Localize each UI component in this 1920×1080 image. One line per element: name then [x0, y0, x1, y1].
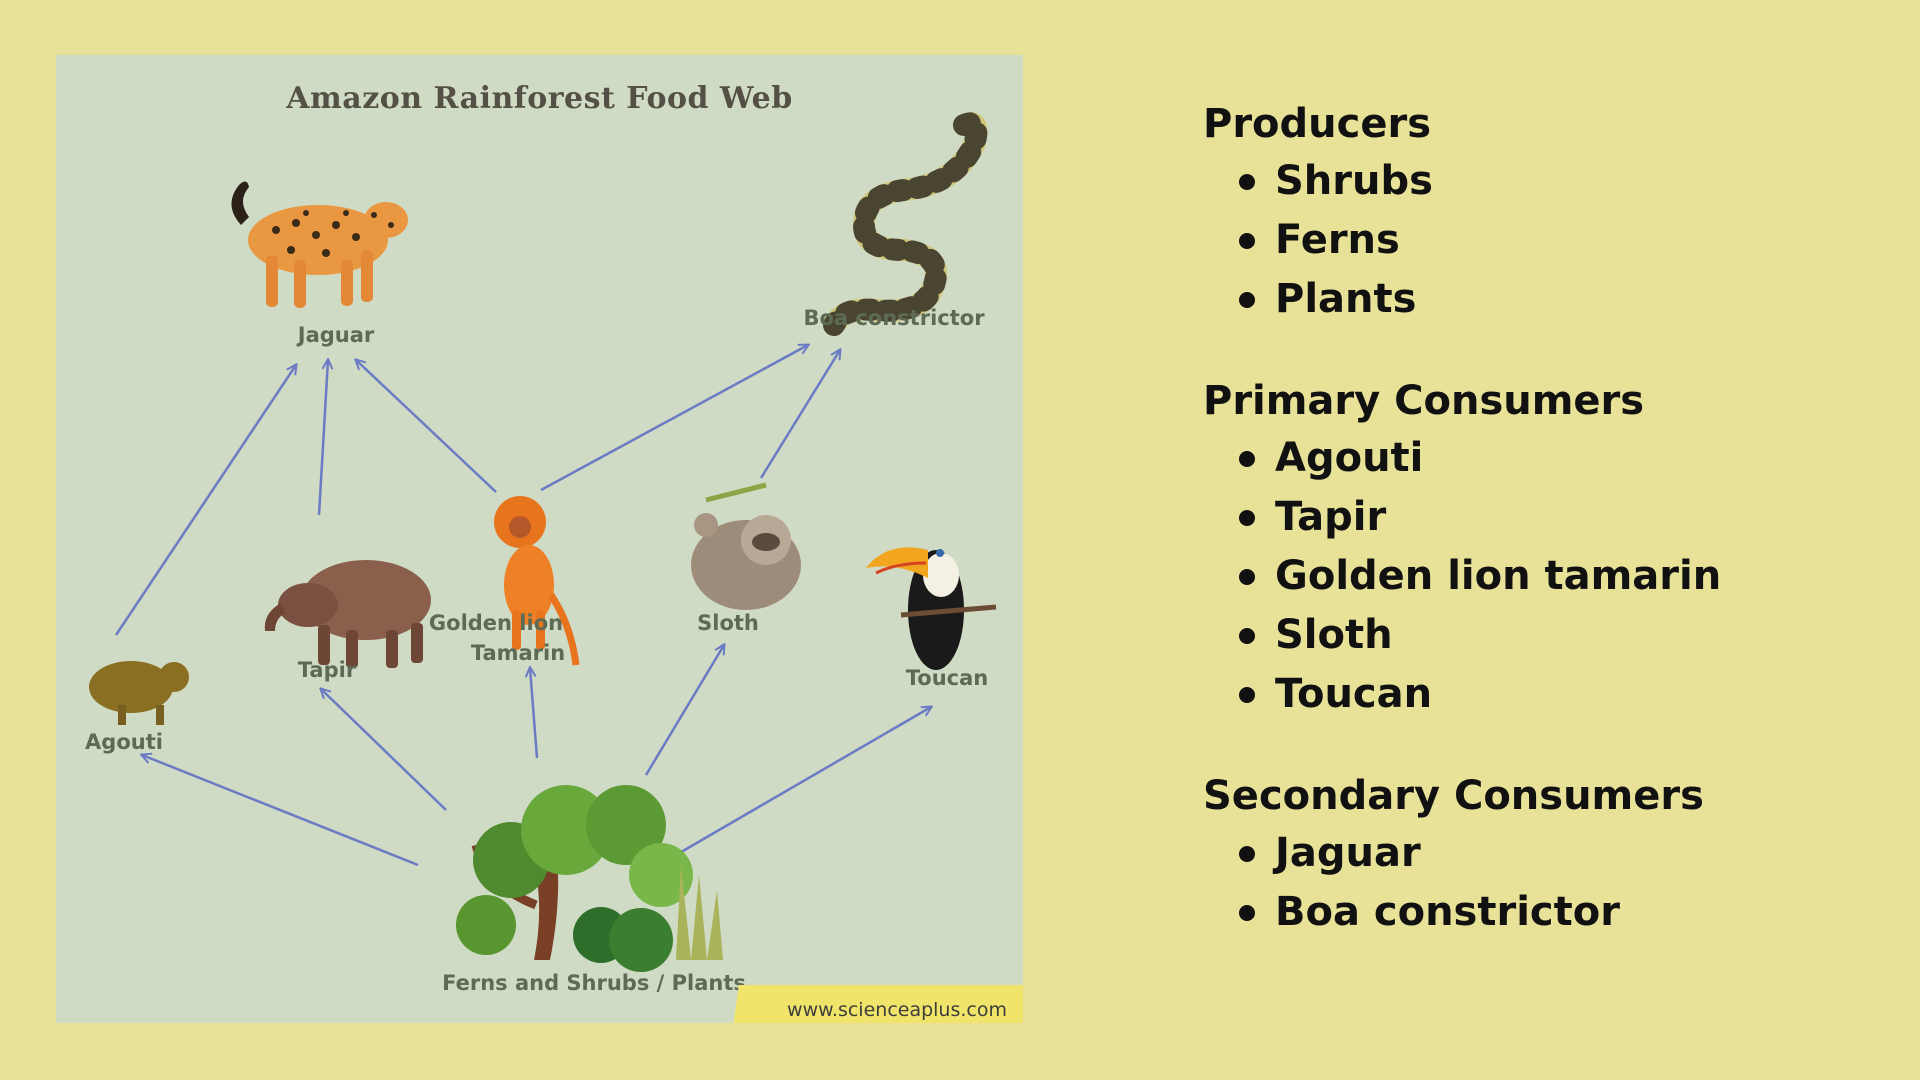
primary-consumers-section: Primary Consumers Agouti Tapir Golden li…	[1203, 373, 1883, 724]
watermark: www.scienceaplus.com	[787, 999, 1007, 1021]
list-item: Toucan	[1203, 665, 1883, 724]
primary-consumers-list: Agouti Tapir Golden lion tamarin Sloth T…	[1203, 429, 1883, 724]
boa-illustration	[823, 112, 988, 336]
arrow-plants-to-toucan	[675, 707, 931, 857]
bullet-icon	[1239, 905, 1255, 921]
bullet-icon	[1239, 292, 1255, 308]
list-item-text: Tapir	[1275, 494, 1387, 540]
secondary-consumers-section: Secondary Consumers Jaguar Boa constrict…	[1203, 768, 1883, 942]
arrow-tamarin-to-jaguar	[356, 360, 497, 493]
node-label-tapir: Tapir	[297, 658, 357, 682]
diagram-title: Amazon Rainforest Food Web	[286, 81, 793, 116]
toucan-illustration	[866, 547, 997, 670]
list-item: Jaguar	[1203, 824, 1883, 883]
list-item-text: Ferns	[1275, 217, 1400, 263]
bullet-icon	[1239, 451, 1255, 467]
list-item: Boa constrictor	[1203, 883, 1883, 942]
list-item-text: Boa constrictor	[1275, 889, 1620, 935]
agouti-illustration	[89, 661, 189, 725]
food-web-diagram: Amazon Rainforest Food Web Jaguar Boa co…	[56, 55, 1023, 1023]
producers-section: Producers Shrubs Ferns Plants	[1203, 96, 1883, 329]
arrow-plants-to-tapir	[321, 689, 447, 811]
sloth-illustration	[691, 482, 801, 610]
node-label-agouti: Agouti	[85, 730, 163, 754]
arrow-tapir-to-jaguar	[317, 360, 328, 516]
node-label-boa-constrictor: Boa constrictor	[803, 306, 985, 330]
list-item-text: Jaguar	[1275, 830, 1421, 876]
food-web-svg	[89, 112, 997, 972]
arrow-tamarin-to-boa	[540, 345, 808, 492]
tamarin-illustration	[494, 496, 580, 666]
list-item: Plants	[1203, 270, 1883, 329]
list-item-text: Golden lion tamarin	[1275, 553, 1722, 599]
tapir-illustration	[264, 560, 431, 668]
producers-heading: Producers	[1203, 101, 1432, 147]
list-item: Shrubs	[1203, 152, 1883, 211]
arrow-sloth-to-boa	[759, 350, 840, 479]
bullet-icon	[1239, 174, 1255, 190]
trophic-levels-legend: Producers Shrubs Ferns Plants Primary Co…	[1203, 96, 1883, 986]
arrow-plants-to-agouti	[142, 755, 419, 867]
producers-list: Shrubs Ferns Plants	[1203, 152, 1883, 329]
arrows	[114, 345, 931, 867]
arrow-plants-to-tamarin	[530, 668, 539, 759]
list-item: Agouti	[1203, 429, 1883, 488]
arrow-plants-to-sloth	[644, 645, 724, 776]
list-item: Golden lion tamarin	[1203, 547, 1883, 606]
bullet-icon	[1239, 233, 1255, 249]
node-label-tamarin-line1: Golden lion	[428, 611, 564, 635]
list-item: Ferns	[1203, 211, 1883, 270]
plants-illustration	[456, 785, 723, 972]
bullet-icon	[1239, 846, 1255, 862]
arrow-agouti-to-jaguar	[114, 365, 296, 636]
list-item: Sloth	[1203, 606, 1883, 665]
list-item-text: Toucan	[1275, 671, 1433, 717]
primary-consumers-heading: Primary Consumers	[1203, 378, 1645, 424]
bullet-icon	[1239, 510, 1255, 526]
list-item-text: Agouti	[1275, 435, 1424, 481]
node-label-sloth: Sloth	[697, 611, 759, 635]
node-label-toucan: Toucan	[905, 666, 989, 690]
secondary-consumers-list: Jaguar Boa constrictor	[1203, 824, 1883, 942]
bullet-icon	[1239, 687, 1255, 703]
node-label-jaguar: Jaguar	[297, 323, 375, 347]
jaguar-illustration	[231, 181, 408, 308]
secondary-consumers-heading: Secondary Consumers	[1203, 773, 1704, 819]
list-item-text: Shrubs	[1275, 158, 1433, 204]
list-item: Tapir	[1203, 488, 1883, 547]
bullet-icon	[1239, 569, 1255, 585]
node-label-tamarin-line2: Tamarin	[470, 641, 566, 665]
bullet-icon	[1239, 628, 1255, 644]
list-item-text: Plants	[1275, 276, 1417, 322]
list-item-text: Sloth	[1275, 612, 1393, 658]
node-label-plants: Ferns and Shrubs / Plants	[442, 971, 746, 995]
